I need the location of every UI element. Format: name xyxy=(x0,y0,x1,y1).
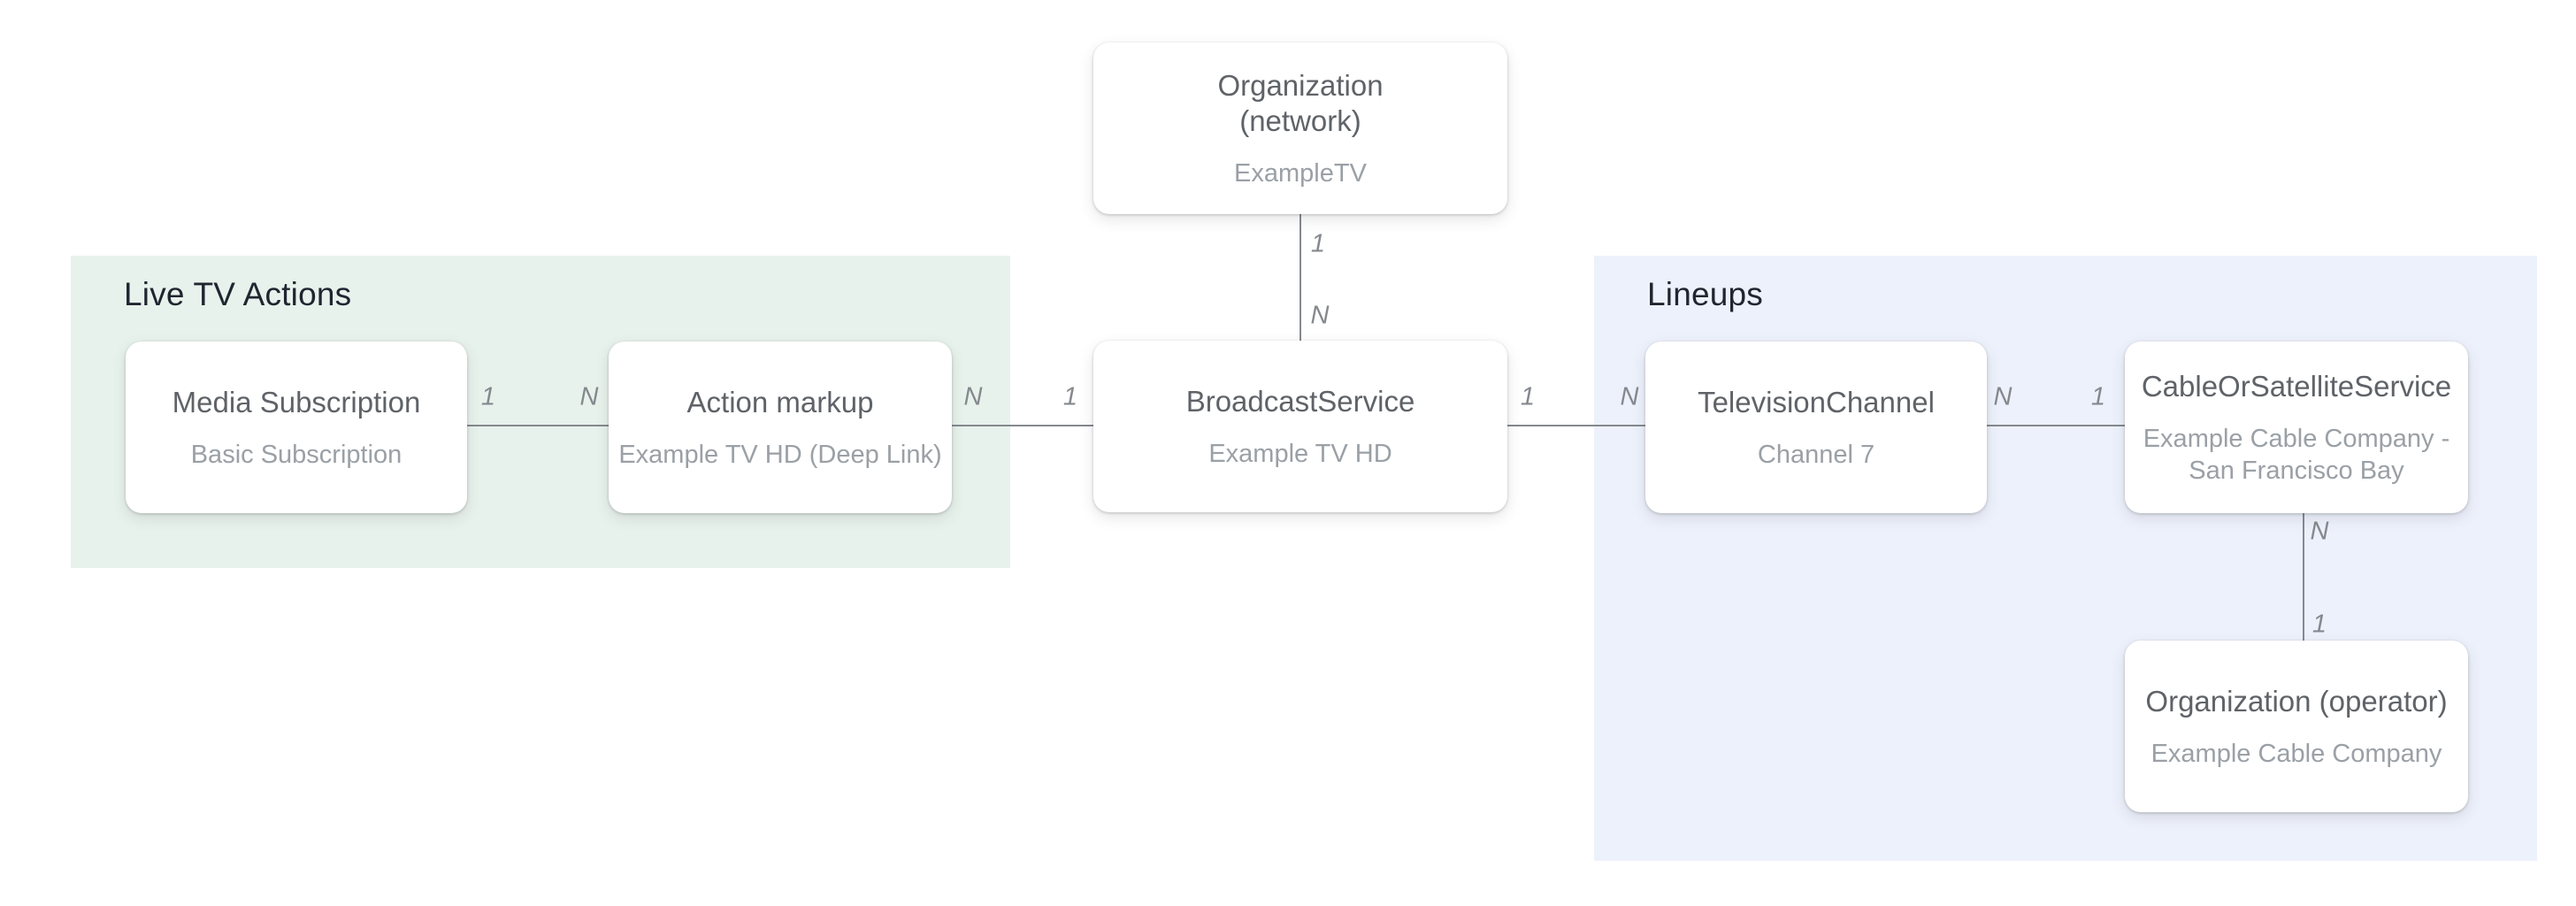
cardinality-label: 1 xyxy=(480,382,496,411)
node-broadcast-service: BroadcastService Example TV HD xyxy=(1093,341,1507,512)
node-title: Action markup xyxy=(686,385,874,418)
node-subtitle: Basic Subscription xyxy=(190,440,402,469)
node-title: Media Subscription xyxy=(172,385,421,418)
cardinality-label: 1 xyxy=(1310,229,1326,258)
node-media-subscription: Media Subscription Basic Subscription xyxy=(126,342,467,513)
node-title: Organization (network) xyxy=(1217,68,1384,137)
connector-television-channel-cable-or-satellite-service xyxy=(1987,425,2125,426)
node-subtitle: Example Cable Company xyxy=(2150,739,2442,768)
node-organization-operator: Organization (operator) Example Cable Co… xyxy=(2125,641,2468,812)
node-title: BroadcastService xyxy=(1185,384,1415,418)
node-subtitle: Example TV HD (Deep Link) xyxy=(618,440,942,469)
node-action-markup: Action markup Example TV HD (Deep Link) xyxy=(609,342,952,513)
node-title: Organization (operator) xyxy=(2145,684,2448,718)
connector-organization-network-broadcast-service xyxy=(1300,214,1301,341)
cardinality-label: N xyxy=(1620,382,1639,411)
node-title: TelevisionChannel xyxy=(1698,385,1935,418)
cardinality-label: 1 xyxy=(2090,382,2106,411)
region-title-lineups: Lineups xyxy=(1647,276,1764,312)
cardinality-label: 1 xyxy=(1520,382,1536,411)
region-title-live-tv-actions: Live TV Actions xyxy=(124,276,352,312)
cardinality-label: N xyxy=(579,382,599,411)
cardinality-label: N xyxy=(963,382,983,411)
cardinality-label: N xyxy=(1310,301,1330,330)
node-subtitle: Channel 7 xyxy=(1757,440,1875,469)
cardinality-label: 1 xyxy=(1062,382,1078,411)
node-television-channel: TelevisionChannel Channel 7 xyxy=(1645,342,1987,513)
node-subtitle: Example TV HD xyxy=(1208,439,1392,468)
cardinality-label: 1 xyxy=(2312,610,2327,639)
connector-broadcast-service-television-channel xyxy=(1507,425,1645,426)
connector-cable-or-satellite-service-organization-operator xyxy=(2303,513,2304,641)
connector-media-subscription-action-markup xyxy=(467,425,609,426)
node-cable-or-satellite-service: CableOrSatelliteService Example Cable Co… xyxy=(2125,342,2468,513)
node-organization-network: Organization (network) ExampleTV xyxy=(1093,42,1507,214)
node-subtitle: Example Cable Company - San Francisco Ba… xyxy=(2143,424,2450,485)
cardinality-label: N xyxy=(1993,382,2012,411)
node-subtitle: ExampleTV xyxy=(1234,158,1367,188)
cardinality-label: N xyxy=(2310,517,2329,546)
node-title: CableOrSatelliteService xyxy=(2141,369,2452,403)
connector-action-markup-broadcast-service xyxy=(952,425,1093,426)
